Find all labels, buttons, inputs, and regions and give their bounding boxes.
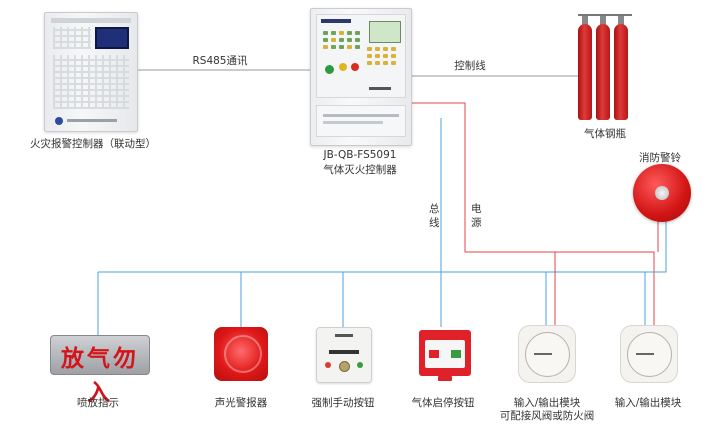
printer-slot xyxy=(369,87,391,90)
extinguish-model-label: JB-QB-FS5091 xyxy=(323,149,397,161)
keypad xyxy=(367,47,401,65)
controller-nameplate xyxy=(67,119,117,122)
start-stop-label: 气体启停按钮 xyxy=(411,397,475,409)
control-line-label: 控制线 xyxy=(454,60,486,72)
io-module-2-label: 输入/输出模块 xyxy=(614,397,682,409)
cylinder-valve-pipe xyxy=(578,14,632,16)
strobe-alarm xyxy=(214,327,268,381)
key-switch-icon xyxy=(339,361,350,372)
controller-key-panel xyxy=(53,27,91,49)
extinguish-name-label: 气体灭火控制器 xyxy=(323,164,397,176)
io-module-2-face xyxy=(627,332,672,377)
io-module-1-label-line2: 可配接风阀或防火阀 xyxy=(499,410,595,422)
io-module-2 xyxy=(620,325,678,383)
start-stop-face xyxy=(425,340,465,368)
start-stop-button-box xyxy=(419,330,471,376)
controller-header-strip xyxy=(51,18,131,23)
io-module-1-label-line1: 输入/输出模块 xyxy=(513,397,581,409)
discharge-sign: 放气勿入 xyxy=(50,335,150,406)
bell-label: 消防警铃 xyxy=(639,152,681,164)
power-line-label: 电源 xyxy=(471,203,482,229)
controller-screen xyxy=(95,27,129,49)
yellow-knob xyxy=(339,63,347,71)
cylinder-3 xyxy=(614,24,628,120)
strobe-ring xyxy=(224,335,262,373)
controller-lcd xyxy=(369,21,401,43)
sign-device-label: 喷放指示 xyxy=(77,397,119,409)
io-module-1-face xyxy=(525,332,570,377)
power-wire-io2 xyxy=(465,251,655,325)
io-module-1 xyxy=(518,325,576,383)
cylinder-2 xyxy=(596,24,610,120)
bus-line-label: 总线 xyxy=(429,203,440,229)
red-knob xyxy=(351,63,359,71)
gas-extinguishing-controller xyxy=(310,8,412,146)
manual-button-box xyxy=(316,327,372,383)
bell-wire-blue xyxy=(645,216,667,273)
cylinder-1 xyxy=(578,24,592,120)
controller-logo xyxy=(55,117,63,125)
green-knob xyxy=(325,65,334,74)
strobe-device-label: 声光警报器 xyxy=(214,397,268,409)
rs485-label: RS485通讯 xyxy=(192,55,248,67)
brand-text-bar xyxy=(321,19,351,23)
controller-zone-panel xyxy=(53,55,129,109)
status-led-grid xyxy=(323,31,363,49)
main-panel-label: 火灾报警控制器（联动型） xyxy=(30,138,156,150)
sign-text: 放气勿入 xyxy=(61,345,139,406)
bell-center xyxy=(655,186,669,200)
fire-bell xyxy=(633,164,691,222)
controller-lower-panel xyxy=(316,105,406,137)
fire-alarm-controller xyxy=(44,12,138,132)
start-stop-plug xyxy=(438,376,452,381)
manual-button-label: 强制手动按钮 xyxy=(311,397,375,409)
cylinders-label: 气体钢瓶 xyxy=(584,128,626,140)
